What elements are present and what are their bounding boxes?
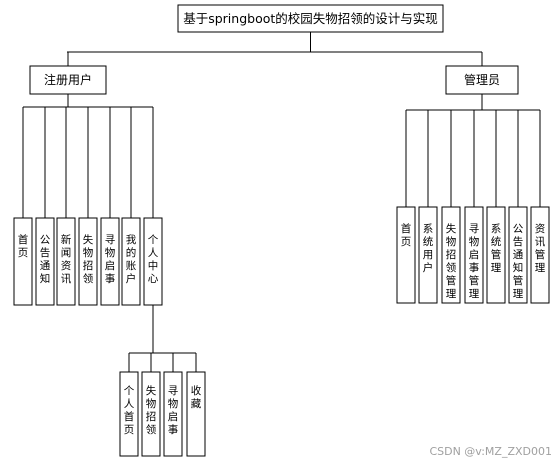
grandchild-node: 收藏 [186, 371, 206, 457]
child-node-label: 寻物启事管理 [469, 223, 480, 300]
child-node-label: 失物招领 [83, 233, 94, 285]
child-node: 公告通知管理 [508, 206, 528, 304]
child-node: 失物招领管理 [441, 206, 461, 304]
branch-node-label: 管理员 [464, 72, 500, 87]
child-node-label: 失物招领管理 [446, 222, 457, 300]
child-node-label: 公告通知 [40, 234, 51, 285]
watermark: CSDN @v:MZ_ZXD001 [429, 445, 552, 458]
child-node-label: 新闻资讯 [61, 233, 72, 285]
child-node: 寻物启事 [100, 217, 120, 306]
root-node: 基于springboot的校园失物招领的设计与实现 [177, 4, 444, 33]
branch-node-0: 注册用户 [29, 65, 107, 95]
child-node: 新闻资讯 [56, 217, 76, 306]
child-node-label: 系统管理 [491, 223, 502, 274]
child-node-label: 首页 [18, 233, 29, 259]
child-node: 个人中心 [143, 217, 163, 306]
grandchild-node-label: 失物招领 [146, 384, 157, 436]
child-node: 首页 [396, 206, 416, 304]
child-node: 资讯管理 [530, 206, 550, 304]
child-node: 我的账户 [121, 217, 141, 306]
child-node: 寻物启事管理 [464, 206, 484, 304]
branch-node-label: 注册用户 [44, 72, 92, 87]
root-node-label: 基于springboot的校园失物招领的设计与实现 [183, 11, 438, 26]
child-node: 首页 [13, 217, 33, 306]
child-node: 系统用户 [418, 206, 438, 304]
child-node-label: 系统用户 [423, 223, 434, 274]
grandchild-node-label: 寻物启事 [168, 385, 179, 436]
grandchild-node-label: 个人首页 [124, 385, 135, 436]
child-node-label: 寻物启事 [105, 234, 116, 285]
grandchild-node: 失物招领 [141, 371, 161, 457]
branch-node-1: 管理员 [445, 65, 519, 95]
grandchild-node: 寻物启事 [163, 371, 183, 457]
child-node-label: 公告通知管理 [513, 223, 524, 300]
child-node: 公告通知 [35, 217, 55, 306]
grandchild-node: 个人首页 [119, 371, 139, 457]
child-node-label: 我的账户 [126, 234, 137, 285]
child-node-label: 首页 [401, 222, 412, 248]
child-node: 失物招领 [78, 217, 98, 306]
child-node-label: 个人中心 [148, 234, 159, 285]
child-node: 系统管理 [486, 206, 506, 304]
grandchild-node-label: 收藏 [191, 384, 202, 410]
child-node-label: 资讯管理 [535, 223, 546, 274]
